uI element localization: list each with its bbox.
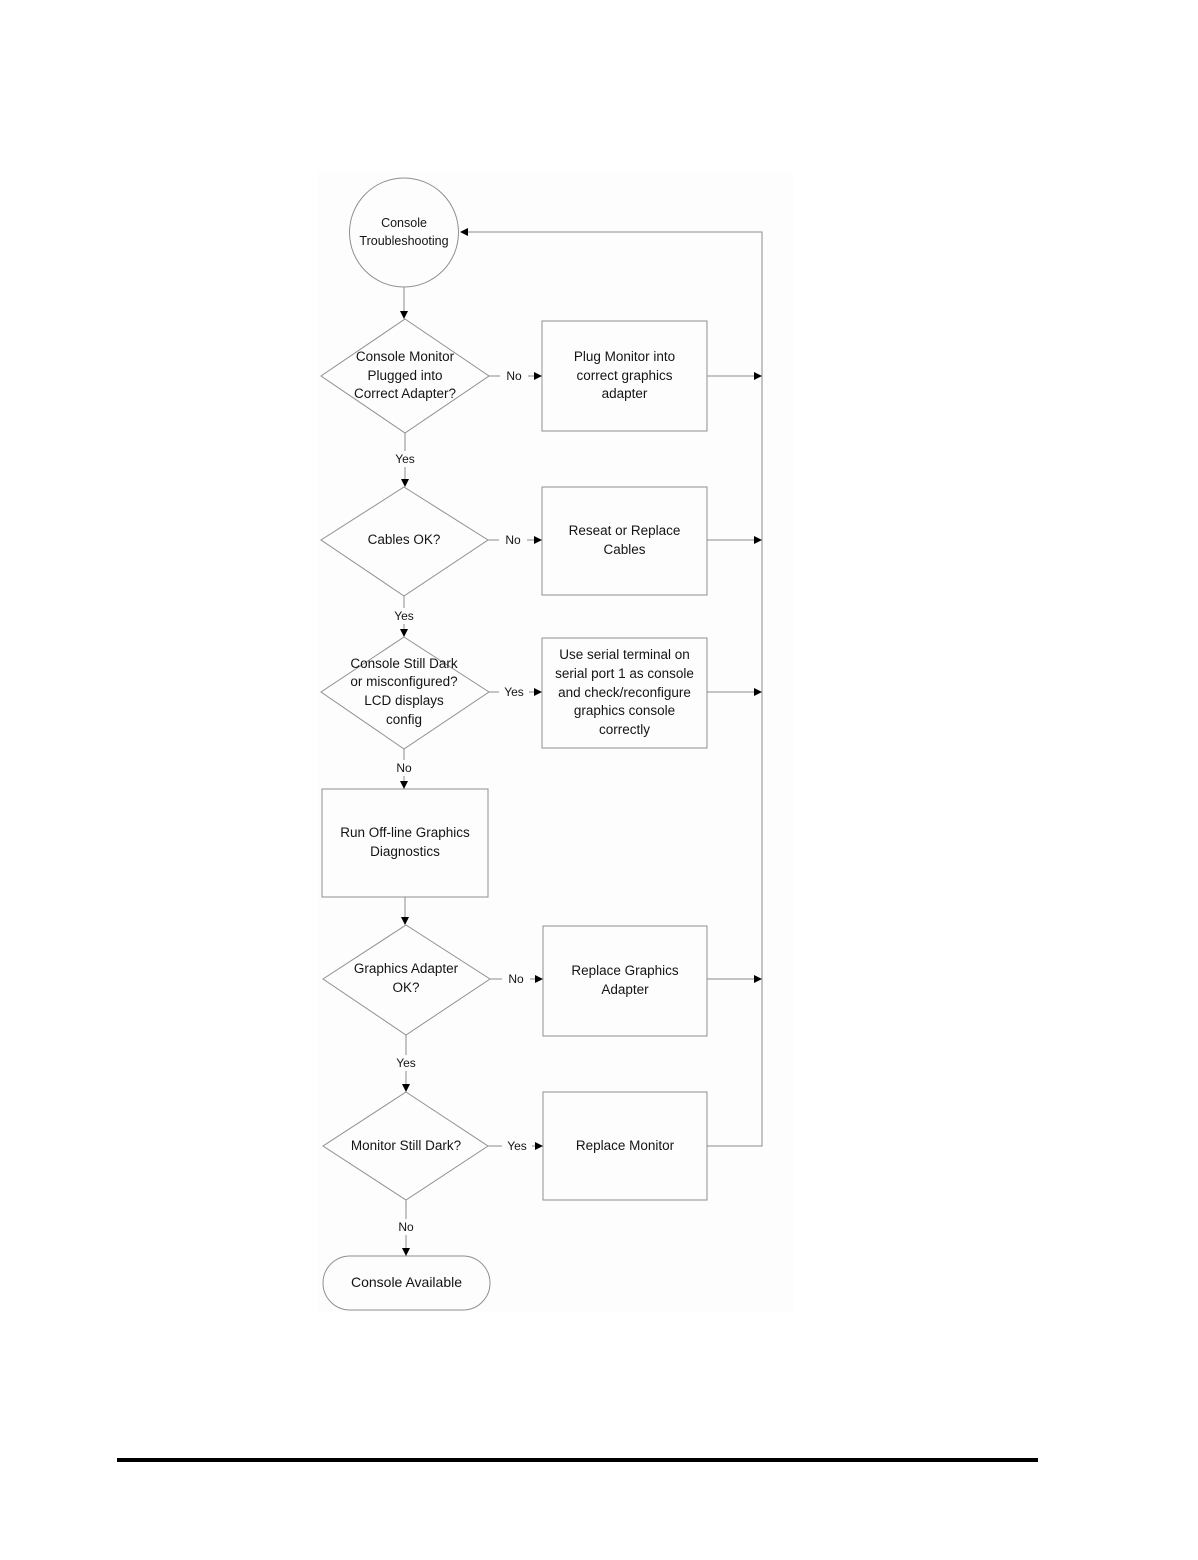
arrowhead-into-b5 [535,975,543,983]
edge-label-d1-no: No [500,368,528,384]
decision-graphics-adapter-label: Graphics Adapter OK? [353,961,459,995]
flowchart-diagram: Console Troubleshooting Console Monitor … [317,173,793,1313]
process-reseat-cables-shape [541,486,708,596]
process-run-diagnostics-label: Run Off-line Graphics Diagnostics [340,825,470,859]
edge-label-d5-yes: Yes [502,1138,532,1154]
arrowhead-into-end [402,1248,410,1256]
edge-label-d2-yes: Yes [389,608,419,624]
decision-cables-ok-label: Cables OK? [367,531,441,547]
arrowhead-into-b2 [534,536,542,544]
arrowhead-into-d3 [400,629,408,637]
arrowhead-into-d5 [402,1084,410,1092]
arrowhead-b2-loop [754,536,762,544]
process-replace-adapter-label: Replace Graphics Adapter [571,963,679,997]
footer-rule [117,1458,1038,1462]
arrowhead-into-d4 [401,917,409,925]
start-node-label: Console Troubleshooting [359,215,449,248]
end-terminal-label: Console Available [350,1274,463,1291]
edge-label-d3-no: No [390,760,418,776]
end-terminal-shape [322,1255,491,1311]
flowchart-canvas [320,177,763,1311]
arrowhead-b3-loop [754,688,762,696]
edge-label-d4-yes: Yes [391,1055,421,1071]
edge-label-d5-no: No [392,1219,420,1235]
process-replace-monitor-label: Replace Monitor [575,1137,675,1153]
arrowhead-loop-into-start [460,228,468,236]
process-serial-terminal-label: Use serial terminal on serial port 1 as … [555,647,694,737]
arrowhead-into-d2 [401,479,409,487]
arrowhead-b1-loop [754,372,762,380]
decision-console-dark-label: Console Still Dark or misconfigured? LCD… [350,655,458,727]
process-plug-monitor-label: Plug Monitor into correct graphics adapt… [573,349,676,402]
edge-label-d2-no: No [499,532,527,548]
arrowhead-b5-loop [754,975,762,983]
edge-label-d4-no: No [502,971,530,987]
arrowhead-into-d1 [400,311,408,319]
process-serial-terminal-shape [541,637,708,749]
arrowhead-into-b4 [400,781,408,789]
edge-label-d1-yes: Yes [390,451,420,467]
arrowhead-into-b3 [534,688,542,696]
process-reseat-cables-label: Reseat or Replace Cables [568,523,681,557]
decision-monitor-plugged-label: Console Monitor Plugged into Correct Ada… [353,349,457,402]
connector-feedback-loop [468,231,763,1147]
process-replace-adapter-shape [542,925,708,1037]
edge-label-d3-yes: Yes [499,684,529,700]
arrowhead-into-b1 [534,372,542,380]
decision-monitor-dark-label: Monitor Still Dark? [350,1137,462,1153]
arrowhead-into-b6 [535,1142,543,1150]
